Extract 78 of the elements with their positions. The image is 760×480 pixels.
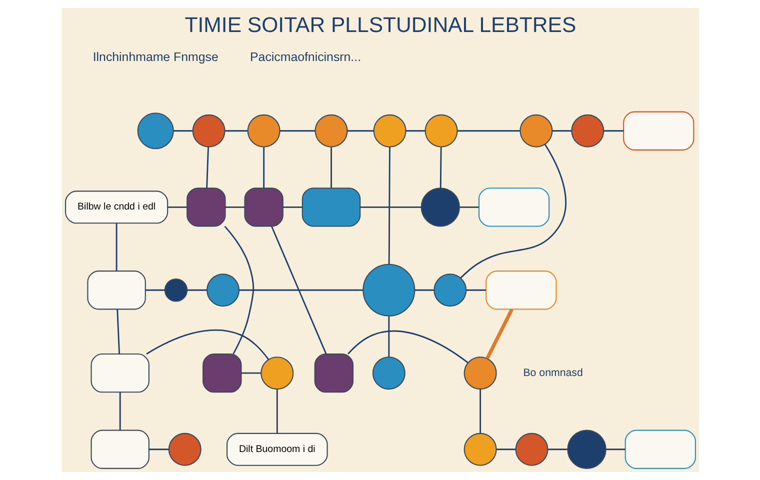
connector — [330, 147, 332, 188]
node-circle — [136, 112, 174, 150]
node-label: Bo onmnasd — [522, 366, 582, 379]
connector — [224, 206, 244, 208]
node-box: Bilbw le cndd i edl — [64, 190, 168, 224]
connector — [240, 372, 260, 374]
connector — [485, 308, 513, 360]
connector — [115, 223, 117, 271]
label: Ilnchinhmame Fnmgse — [92, 50, 218, 64]
connector — [347, 330, 468, 364]
connector — [270, 226, 326, 354]
connector — [360, 206, 421, 208]
connector — [148, 448, 168, 450]
connector — [603, 130, 623, 132]
connector — [457, 130, 520, 132]
diagram-title: TIMIE SOITAR PLLSTUDINAL LEBTRES — [184, 13, 576, 38]
connector — [167, 206, 186, 208]
node-circle — [514, 432, 548, 466]
connector — [496, 448, 516, 450]
node-box — [478, 188, 550, 227]
connector — [116, 309, 120, 354]
node-circle — [570, 114, 604, 148]
node-circle — [463, 432, 496, 466]
connector — [224, 130, 248, 132]
connector — [606, 448, 625, 450]
node-circle — [566, 430, 606, 469]
node-box — [624, 430, 696, 469]
connector — [459, 206, 478, 208]
connector — [388, 316, 390, 357]
node-box — [301, 188, 360, 227]
connector — [206, 146, 208, 188]
connector — [279, 130, 315, 132]
node-box — [244, 188, 283, 227]
node-box — [90, 430, 149, 469]
connector — [224, 226, 254, 354]
connector — [146, 329, 269, 360]
node-circle — [192, 114, 225, 148]
connector — [118, 392, 120, 430]
connector — [414, 289, 434, 291]
node-circle — [372, 356, 405, 390]
node-circle — [164, 278, 188, 302]
connector — [552, 130, 572, 132]
connector — [466, 289, 486, 291]
connector — [282, 206, 302, 208]
node-circle — [362, 264, 415, 316]
node-box — [622, 111, 694, 150]
node-circle — [424, 114, 458, 148]
node-box: Dilt Buomoom i di — [226, 432, 328, 466]
node-circle — [519, 114, 552, 148]
label: Pacicmaofnicinsrn... — [250, 50, 361, 64]
connector — [388, 146, 390, 264]
connector — [276, 389, 278, 434]
node-box — [202, 353, 242, 393]
connector — [238, 289, 363, 291]
connector — [460, 144, 566, 278]
node-circle — [246, 114, 280, 148]
node-circle — [420, 188, 460, 227]
node-circle — [433, 274, 466, 307]
connector — [548, 448, 567, 450]
node-circle — [206, 274, 240, 307]
connector — [262, 147, 264, 188]
connector — [145, 289, 164, 291]
node-box — [314, 353, 354, 393]
connector — [186, 289, 206, 291]
node-circle — [372, 114, 406, 148]
connector — [172, 130, 192, 132]
node-box — [86, 270, 146, 310]
connector — [479, 389, 481, 434]
node-box — [186, 188, 226, 227]
node-circle — [168, 432, 201, 466]
connector — [405, 130, 425, 132]
node-circle — [463, 356, 496, 390]
connector — [346, 130, 374, 132]
node-circle — [260, 356, 294, 390]
connector — [439, 147, 442, 188]
node-box — [90, 353, 149, 393]
node-circle — [314, 114, 348, 148]
node-box — [485, 270, 556, 310]
